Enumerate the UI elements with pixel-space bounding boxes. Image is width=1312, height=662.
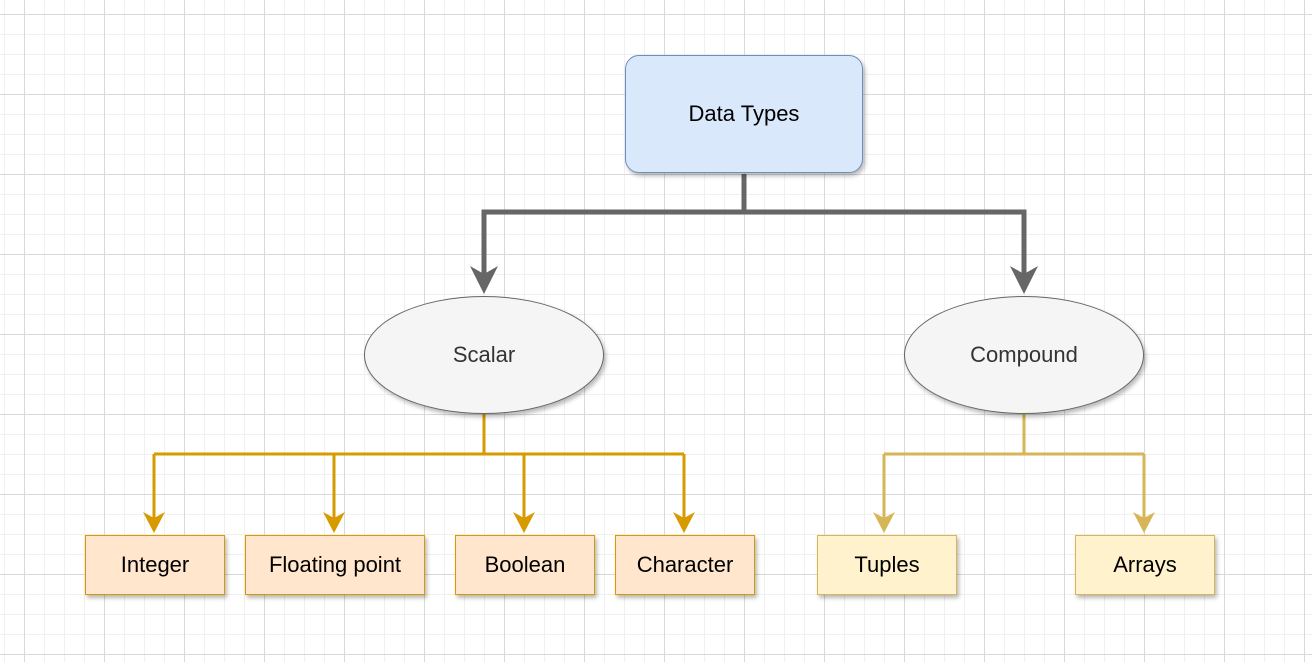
arrowhead-integer <box>143 512 165 533</box>
arrowhead-boolean <box>513 512 535 533</box>
leaf-node-character[interactable]: Character <box>615 535 755 595</box>
leaf-node-floating-point[interactable]: Floating point <box>245 535 425 595</box>
arrowhead-compound <box>1010 266 1038 294</box>
edge-root-to-scalar <box>481 174 747 285</box>
arrowhead-arrays <box>1133 512 1155 533</box>
category-node-compound[interactable]: Compound <box>904 296 1144 414</box>
arrowhead-floating-point <box>323 512 345 533</box>
leaf-node-integer[interactable]: Integer <box>85 535 225 595</box>
leaf-node-tuples[interactable]: Tuples <box>817 535 957 595</box>
leaf-label-arrays: Arrays <box>1113 552 1177 577</box>
leaf-label-tuples: Tuples <box>854 552 920 577</box>
leaf-label-integer: Integer <box>120 552 190 577</box>
root-node-data-types[interactable]: Data Types <box>625 55 863 173</box>
leaf-label-character: Character <box>636 552 734 577</box>
arrowhead-scalar <box>470 266 498 294</box>
category-label-compound: Compound <box>970 342 1078 367</box>
category-label-scalar: Scalar <box>452 342 516 367</box>
leaf-node-arrays[interactable]: Arrays <box>1075 535 1215 595</box>
root-node-label: Data Types <box>688 101 800 126</box>
category-node-scalar[interactable]: Scalar <box>364 296 604 414</box>
arrowhead-tuples <box>873 512 895 533</box>
leaf-label-boolean: Boolean <box>484 552 566 577</box>
leaf-node-boolean[interactable]: Boolean <box>455 535 595 595</box>
edge-root-to-compound <box>744 209 1027 285</box>
leaf-label-floating-point: Floating point <box>268 552 402 577</box>
arrowhead-character <box>673 512 695 533</box>
